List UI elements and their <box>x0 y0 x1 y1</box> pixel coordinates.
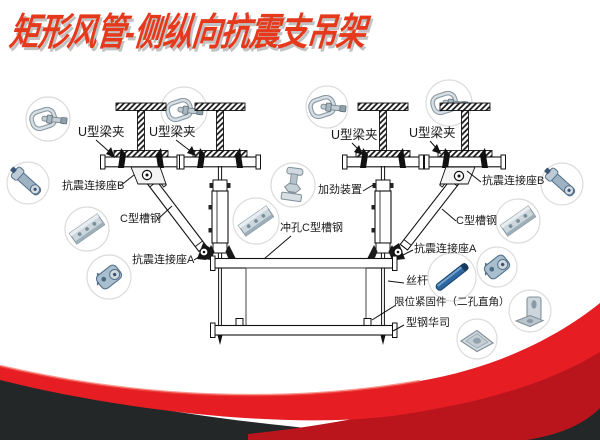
hanger-assembly-right <box>366 165 400 261</box>
callout-seismic-connector-a-icon <box>476 246 518 288</box>
duct-assembly <box>210 255 398 345</box>
part-label-u-beam-clamp-4: U型梁夹 <box>409 126 456 140</box>
part-label-seismic-connector-b-left: 抗震连接座B <box>62 180 125 192</box>
part-label-c-channel-left: C型槽钢 <box>120 213 161 225</box>
part-label-seismic-connector-a-right: 抗震连接座A <box>414 243 477 255</box>
callout-u-beam-clamp-icon <box>25 96 70 142</box>
hanger-assembly-left <box>203 165 237 261</box>
structure <box>99 102 507 345</box>
page-title: 矩形风管-侧纵向抗震支吊架 <box>7 12 368 54</box>
callout-seismic-connector-b-icon <box>540 162 584 206</box>
part-label-punched-c-channel: 冲孔C型槽钢 <box>280 222 343 234</box>
callout-c-channel-icon <box>64 206 110 252</box>
part-label-u-beam-clamp-3: U型梁夹 <box>331 128 378 142</box>
red-swoosh <box>0 303 600 440</box>
part-label-seismic-connector-b-right: 抗震连接座B <box>482 175 545 187</box>
callout-angle-bracket-icon <box>508 289 552 333</box>
swoosh-dark-red <box>248 314 600 440</box>
part-label-channel-washer: 型钢华司 <box>406 317 450 329</box>
callout-seismic-connector-a-icon <box>86 254 132 300</box>
connector-b-right-fitting <box>439 166 476 185</box>
callout-channel-washer-icon <box>456 318 498 360</box>
part-label-stiffener-device: 加劲装置 <box>318 184 362 196</box>
callout-c-channel-icon <box>495 198 541 244</box>
part-label-threaded-rod: 丝杆 <box>406 275 428 287</box>
part-label-u-beam-clamp-2: U型梁夹 <box>149 125 196 139</box>
part-label-u-beam-clamp-1: U型梁夹 <box>78 125 125 139</box>
swoosh-charcoal-corner <box>526 408 600 440</box>
pointer-lines <box>95 139 482 332</box>
callout-u-beam-clamp-icon <box>305 85 349 129</box>
part-label-seismic-connector-a-left: 抗震连接座A <box>132 254 195 266</box>
swoosh-highlight <box>0 364 421 397</box>
connector-b-left-fitting <box>130 166 167 185</box>
swoosh-charcoal-left <box>0 374 455 440</box>
callout-c-channel-icon <box>232 197 280 245</box>
callout-seismic-connector-b-icon <box>6 161 50 205</box>
callout-circles <box>6 79 584 360</box>
callout-stiffener-bolt-icon <box>270 162 316 208</box>
callout-threaded-rod-icon <box>427 252 477 302</box>
part-label-c-channel-right: C型槽钢 <box>456 215 497 227</box>
part-label-limit-fastener: 限位紧固件（二孔直角） <box>394 296 510 308</box>
